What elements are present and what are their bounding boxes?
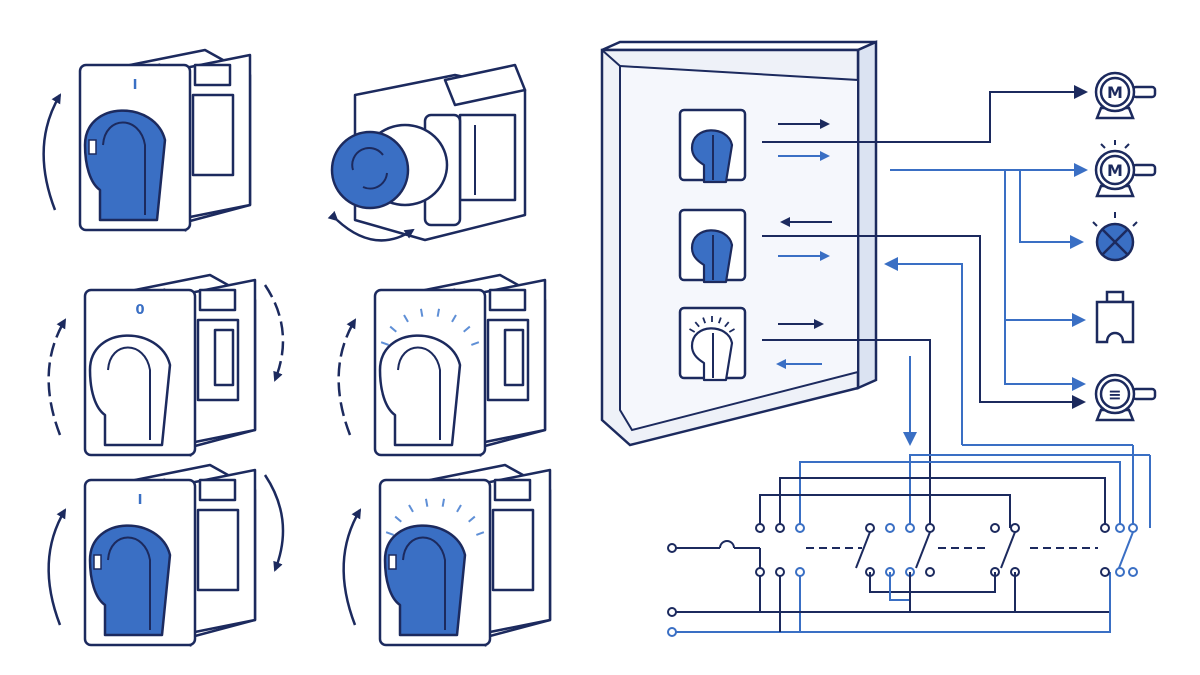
panel-rotary-switch-icon: [678, 108, 747, 184]
rotary-switch-icon: I: [47, 463, 285, 647]
terminal: [925, 523, 935, 533]
terminal: [925, 567, 935, 577]
terminal: [755, 567, 765, 577]
terminal: [990, 523, 1000, 533]
terminal: [1115, 567, 1125, 577]
position-mark: I: [133, 78, 138, 93]
schematic-wire: [869, 572, 996, 593]
terminal: [667, 627, 677, 637]
terminal: [885, 523, 895, 533]
switch-grid: I0I: [42, 48, 552, 647]
lamp-icon: [1092, 212, 1138, 262]
loads-column: M M ≡: [1092, 71, 1157, 422]
schematic-wire: [759, 494, 1011, 528]
terminal: [775, 567, 785, 577]
terminal: [667, 607, 677, 617]
position-mark: 0: [135, 303, 144, 318]
terminal: [755, 523, 765, 533]
terminal: [1010, 523, 1020, 533]
terminal: [667, 543, 677, 553]
panel-wiring: [762, 85, 1088, 490]
terminal: [1115, 523, 1125, 533]
position-mark: I: [138, 493, 143, 508]
terminal: [795, 567, 805, 577]
terminal: [795, 523, 805, 533]
contactor-icon: [1095, 290, 1135, 344]
rotary-switch-icon: [342, 463, 552, 647]
switch-schematic: [667, 444, 1151, 637]
panel-rotary-switch-icon: [678, 208, 747, 284]
motor-icon: M: [1094, 140, 1157, 198]
rotary-switch-icon: [337, 273, 547, 457]
terminal: [775, 523, 785, 533]
panel-rotary-switch-icon: [678, 306, 747, 382]
emergency-stop-button-icon: [327, 63, 527, 242]
schematic-wire: [889, 572, 911, 601]
terminal: [1100, 567, 1110, 577]
rotary-switch-icon: 0: [47, 273, 285, 457]
motor-icon: ≡: [1094, 373, 1157, 422]
motor-icon: M: [1094, 71, 1157, 120]
terminal: [1100, 523, 1110, 533]
schematic-wire: [1118, 531, 1134, 569]
schematic-wire: [1000, 531, 1016, 569]
terminal: [905, 523, 915, 533]
terminal: [1128, 523, 1138, 533]
schematic-wire: [779, 477, 1106, 528]
panel-switches: [678, 108, 747, 382]
motor-label: M: [1107, 83, 1123, 102]
schematic-wire: [909, 454, 1150, 528]
schematic-wire: [800, 572, 1111, 633]
terminal: [1128, 567, 1138, 577]
schematic-wire: [855, 531, 871, 569]
motor-label: M: [1107, 161, 1123, 180]
control-panel: [600, 40, 878, 447]
terminal: [865, 523, 875, 533]
schematic-wire: [915, 531, 931, 569]
rotary-switch-icon: I: [42, 48, 252, 232]
motor-label: ≡: [1108, 385, 1121, 404]
